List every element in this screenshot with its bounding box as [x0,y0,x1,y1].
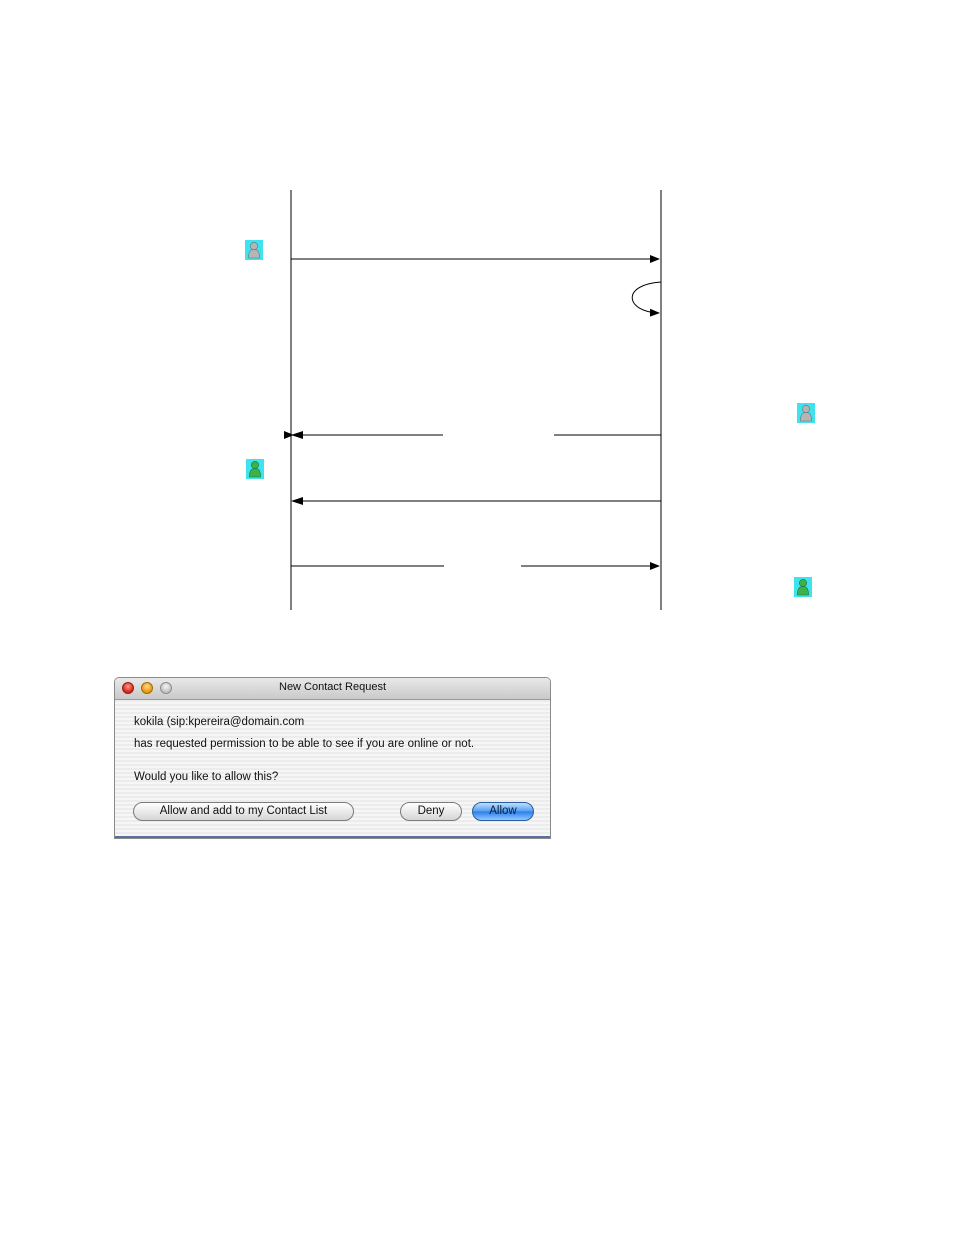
allow-question: Would you like to allow this? [134,771,279,783]
buddy-online-icon [794,577,812,597]
dialog-title: New Contact Request [279,681,386,693]
minimize-window-icon[interactable] [141,682,153,694]
zoom-window-icon[interactable] [160,682,172,694]
message-arrow-3-head [291,497,303,505]
self-loop-arrow [631,281,662,317]
buddy-offline-icon [797,403,815,423]
allow-and-add-button[interactable]: Allow and add to my Contact List [133,802,354,821]
message-arrow-2-head [291,431,303,439]
requester-line: kokila (sip:kpereira@domain.com [134,716,305,728]
new-contact-request-dialog: New Contact Request kokila (sip:kpereira… [114,677,551,839]
buddy-offline-icon [245,240,263,260]
title-bar[interactable]: New Contact Request [115,678,550,700]
window-bottom-edge [115,836,550,838]
buddy-online-icon [246,459,264,479]
allow-button[interactable]: Allow [472,802,534,821]
sequence-diagram [284,190,662,610]
close-window-icon[interactable] [122,682,134,694]
deny-button[interactable]: Deny [400,802,462,821]
request-description: has requested permission to be able to s… [134,738,475,750]
